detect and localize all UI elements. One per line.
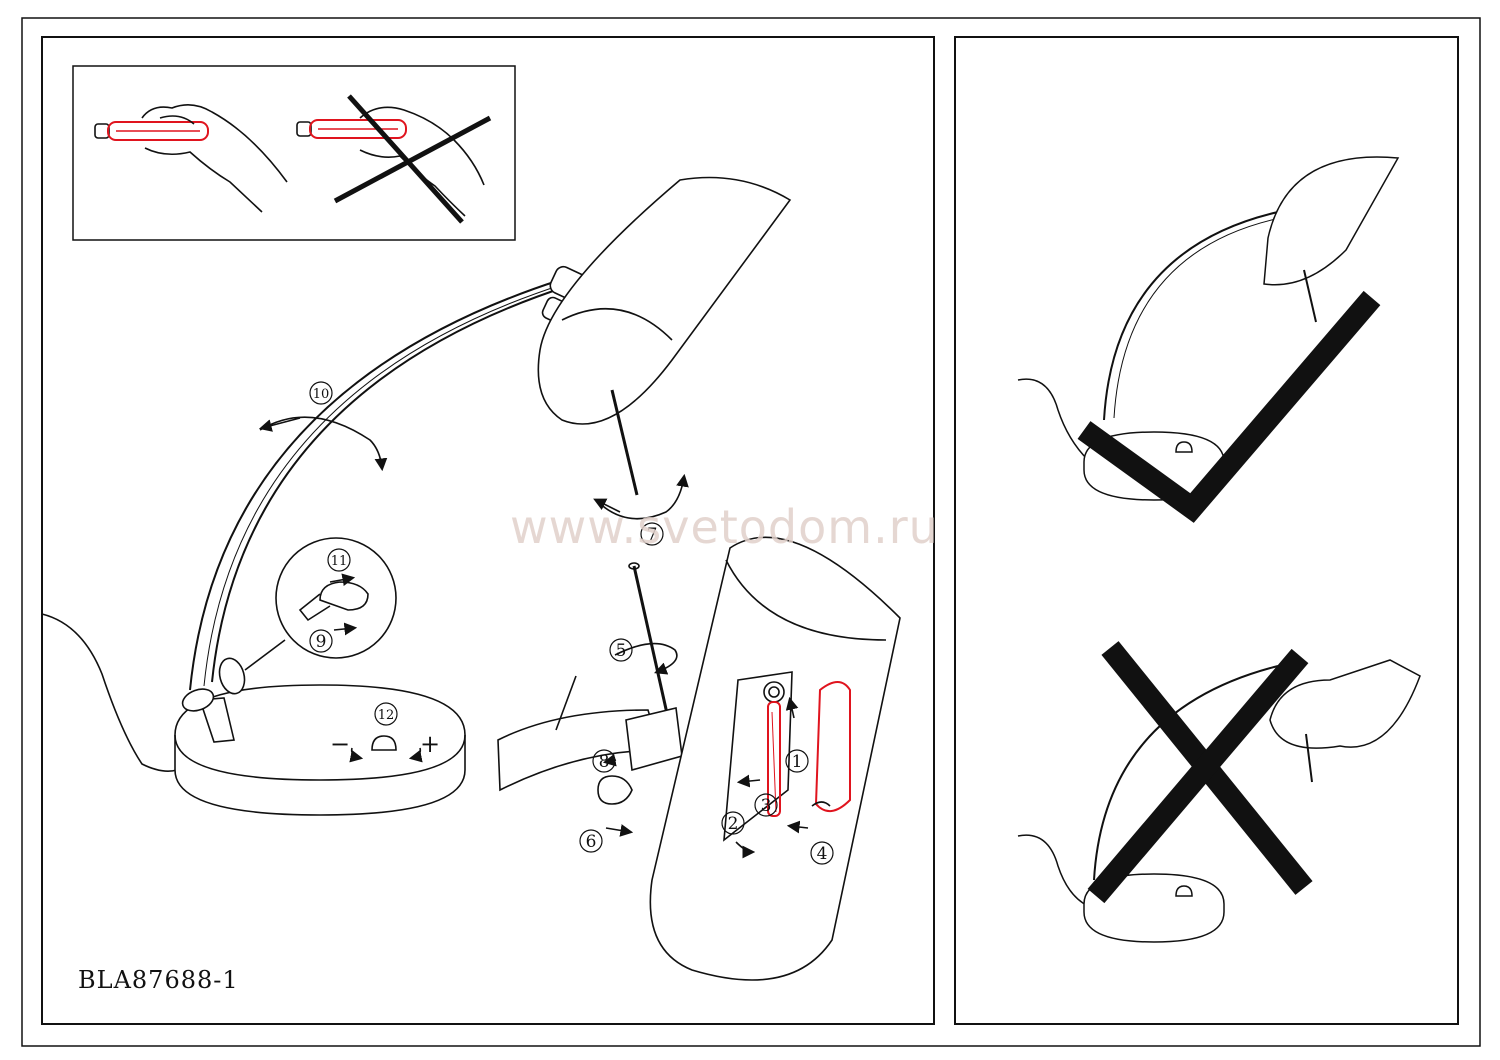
step-label-4 — [810, 841, 834, 865]
step-label-3 — [754, 793, 778, 817]
step-label-text-7: 7 — [647, 525, 658, 545]
step-label-2 — [721, 811, 745, 835]
checkmark — [1077, 290, 1381, 523]
step-label-11 — [327, 548, 351, 572]
bulb-handling-inset — [72, 65, 516, 241]
lamp-shade — [537, 176, 792, 425]
step-label-10 — [309, 381, 333, 405]
minus-sign: − — [330, 730, 350, 758]
step-label-text-9: 9 — [316, 632, 327, 652]
lamp-head-exploded — [497, 536, 901, 981]
outer-frame — [21, 17, 1481, 1047]
power-cable — [41, 613, 178, 772]
wrong-handling-illustration — [296, 94, 492, 224]
step-label-1 — [785, 749, 809, 773]
step-label-12 — [374, 702, 398, 726]
plus-sign: + — [420, 730, 440, 758]
model-code: BLA87688-1 — [78, 966, 239, 994]
right-panel-frame — [954, 36, 1459, 1025]
cross-line-2 — [1087, 648, 1309, 904]
step-label-8 — [592, 749, 616, 773]
step-labels — [309, 381, 834, 865]
wrong-use-illustration — [1017, 641, 1421, 943]
step-label-6 — [579, 829, 603, 853]
correct-use-illustration — [1017, 156, 1400, 523]
step-label-5 — [609, 638, 633, 662]
step-label-9 — [309, 629, 333, 653]
step-label-text-12: 12 — [378, 708, 395, 723]
correct-handling-illustration — [94, 104, 288, 213]
step-label-text-1: 1 — [792, 752, 803, 772]
step-label-text-3: 3 — [761, 796, 772, 816]
lamp-arm — [189, 279, 561, 691]
step-label-text-4: 4 — [817, 844, 828, 864]
watermark: www.svetodom.ru — [510, 500, 939, 554]
step-label-text-5: 5 — [616, 641, 627, 661]
step-label-7 — [640, 522, 664, 546]
step-label-text-6: 6 — [586, 832, 597, 852]
left-panel-frame — [41, 36, 935, 1025]
lamp-base — [174, 684, 466, 816]
step-label-text-11: 11 — [331, 554, 348, 569]
step-label-text-10: 10 — [313, 387, 330, 402]
lamp-main-illustration — [41, 176, 792, 816]
step-label-text-8: 8 — [599, 752, 610, 772]
step-label-text-2: 2 — [728, 814, 739, 834]
